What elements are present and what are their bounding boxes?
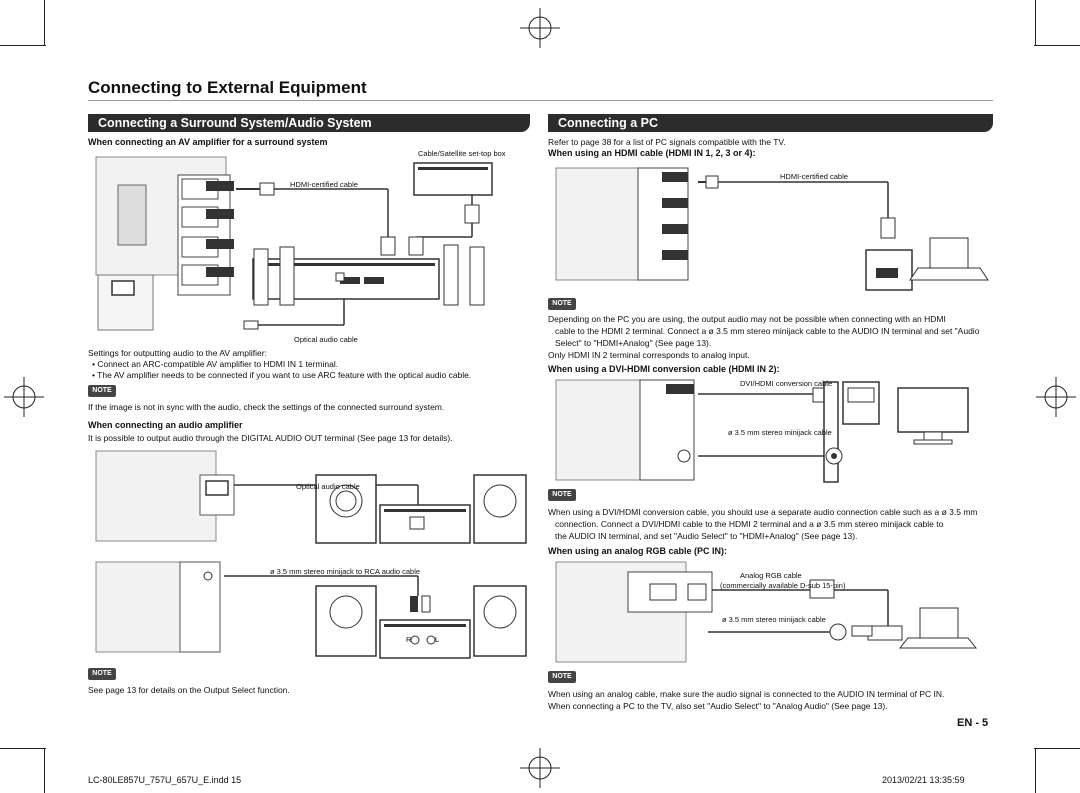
pc-note1-line2: cable to the HDMI 2 terminal. Connect a …	[555, 326, 980, 336]
pc-note3-line2: When connecting a PC to the TV, also set…	[548, 701, 888, 711]
surround-bullet2: • The AV amplifier needs to be connected…	[92, 370, 472, 380]
label-l: L	[435, 635, 440, 644]
pc-note1-line3: Select" to "HDMI+Analog" (See page 13).	[555, 338, 712, 348]
note-badge-3: NOTE	[548, 298, 576, 310]
footer-filename: LC-80LE857U_757U_657U_E.indd 15	[88, 775, 242, 785]
pc-hdmi-diagram	[555, 167, 989, 291]
cap-stereo2: ø 3.5 mm stereo minijack cable	[722, 615, 826, 624]
cap-optical-top: Optical audio cable	[294, 335, 358, 344]
surround-text2: It is possible to output audio through t…	[88, 433, 453, 443]
cap-rca: ø 3.5 mm stereo minijack to RCA audio ca…	[270, 567, 421, 576]
surround-note2: See page 13 for details on the Output Se…	[88, 685, 290, 695]
cap-stereo: ø 3.5 mm stereo minijack cable	[728, 428, 832, 437]
pc-dvi-diagram	[555, 379, 969, 483]
note-badge-1: NOTE	[88, 385, 116, 397]
label-r: R	[406, 635, 412, 644]
page-number: EN - 5	[957, 717, 989, 729]
page-title: Connecting to External Equipment	[88, 78, 367, 97]
cap-dvi: DVI/HDMI conversion cable	[740, 379, 833, 388]
av-amplifier-diagram	[95, 156, 493, 331]
footer-timestamp: 2013/02/21 13:35:59	[882, 775, 965, 785]
surround-sub1: When connecting an AV amplifier for a su…	[88, 137, 328, 147]
cap-cable-box: Cable/Satellite set-top box	[418, 149, 506, 158]
cap-optical-mid: Optical audio cable	[296, 482, 360, 491]
pc-sub3: When using an analog RGB cable (PC IN):	[548, 546, 728, 556]
pc-note1-line1: Depending on the PC you are using, the o…	[548, 314, 946, 324]
pc-sub1: When using an HDMI cable (HDMI IN 1, 2, …	[548, 148, 756, 158]
pc-note2-line1: When using a DVI/HDMI conversion cable, …	[548, 507, 978, 517]
pc-note3-line1: When using an analog cable, make sure th…	[548, 689, 945, 699]
pc-note2-line3: the AUDIO IN terminal, and set "Audio Se…	[555, 531, 858, 541]
title-rule	[88, 100, 993, 101]
cap-pc-hdmi: HDMI-certified cable	[780, 172, 848, 181]
surround-text1: Settings for outputting audio to the AV …	[88, 348, 267, 358]
section-heading-surround: Connecting a Surround System/Audio Syste…	[88, 114, 530, 132]
surround-bullet1: • Connect an ARC-compatible AV amplifier…	[92, 359, 339, 369]
cap-rgb: Analog RGB cable	[740, 571, 802, 580]
surround-sub2: When connecting an audio amplifier	[88, 420, 243, 430]
section-heading-pc: Connecting a PC	[548, 114, 993, 132]
registration-mark-left	[4, 377, 44, 417]
audio-amplifier-diagram-optical	[95, 450, 527, 544]
registration-mark-right	[1036, 377, 1076, 417]
cap-hdmi-cable-left: HDMI-certified cable	[290, 180, 358, 189]
pc-sub2: When using a DVI-HDMI conversion cable (…	[548, 364, 780, 374]
registration-mark-bottom	[520, 748, 560, 788]
cap-rgb2: (commercially available D-sub 15-pin)	[720, 581, 846, 590]
note-badge-4: NOTE	[548, 489, 576, 501]
note-badge-2: NOTE	[88, 668, 116, 680]
audio-amplifier-diagram-rca	[95, 561, 527, 659]
pc-rgb-diagram	[555, 561, 978, 663]
surround-note1: If the image is not in sync with the aud…	[88, 402, 445, 412]
pc-note2-line2: connection. Connect a DVI/HDMI cable to …	[555, 519, 944, 529]
registration-mark-top	[520, 8, 560, 48]
pc-note1-line4: Only HDMI IN 2 terminal corresponds to a…	[548, 350, 750, 360]
note-badge-5: NOTE	[548, 671, 576, 683]
pc-intro: Refer to page 38 for a list of PC signal…	[548, 137, 786, 147]
